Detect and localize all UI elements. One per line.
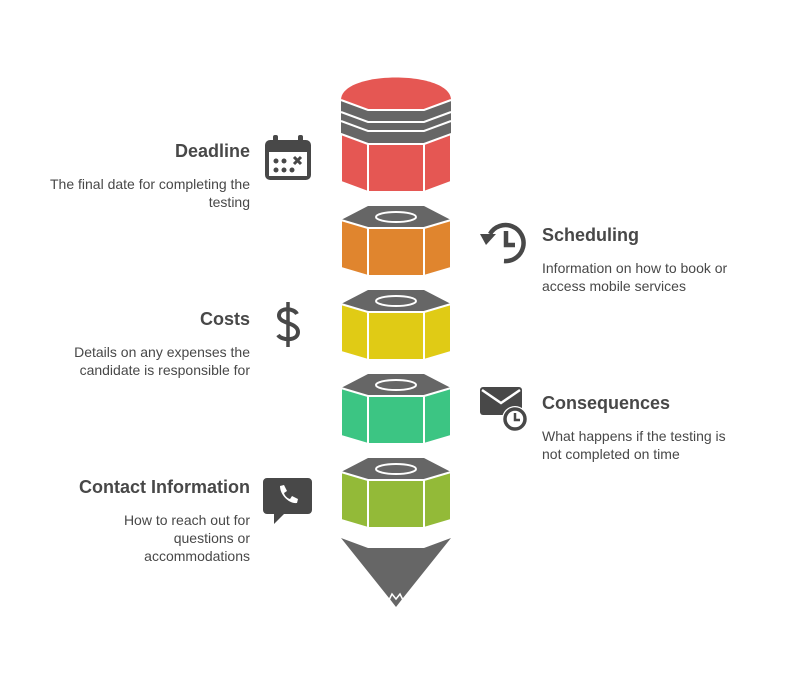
phone-chat-icon <box>263 478 312 524</box>
contact-information-title: Contact Information <box>79 477 250 497</box>
deadline-description: The final date for completing the testin… <box>49 176 250 210</box>
contact-information-description: How to reach out for questions or accomm… <box>123 512 250 564</box>
pencil-eraser-segment <box>340 77 452 194</box>
costs-title: Costs <box>199 309 250 329</box>
pencil-segment-yellow <box>340 290 452 362</box>
segment-face <box>423 302 452 362</box>
segment-ring <box>375 463 417 475</box>
segment-face <box>341 374 451 396</box>
segment-ring <box>375 295 417 307</box>
pencil-tip <box>341 538 451 607</box>
segment-face <box>423 386 452 446</box>
deadline-title: Deadline <box>174 141 250 161</box>
scheduling-title: Scheduling <box>542 225 640 245</box>
history-clock-icon <box>480 222 526 264</box>
scheduling-description: Information on how to book or access mob… <box>542 260 728 294</box>
segment-ring <box>375 379 417 391</box>
pencil-segment-orange <box>340 206 452 278</box>
segment-face <box>340 470 369 530</box>
consequences-description: What happens if the testing is not compl… <box>542 428 726 462</box>
segment-face <box>340 386 369 446</box>
mail-clock-icon <box>480 387 528 432</box>
segment-ring <box>375 211 417 223</box>
segment-face <box>341 290 451 312</box>
costs-description: Details on any expenses the candidate is… <box>74 344 250 378</box>
segment-face <box>423 218 452 278</box>
calendar-icon <box>265 135 311 180</box>
pencil-segment-lime <box>340 458 452 530</box>
pencil-segment-green <box>340 374 452 446</box>
segment-face <box>340 302 369 362</box>
consequences-title: Consequences <box>542 393 671 413</box>
segment-face <box>367 311 425 361</box>
dollar-icon <box>276 302 301 347</box>
segment-face <box>341 458 451 480</box>
segment-face <box>340 218 369 278</box>
segment-face <box>341 206 451 228</box>
segment-face <box>367 227 425 277</box>
segment-face <box>423 470 452 530</box>
segment-face <box>367 479 425 529</box>
segment-face <box>367 395 425 445</box>
